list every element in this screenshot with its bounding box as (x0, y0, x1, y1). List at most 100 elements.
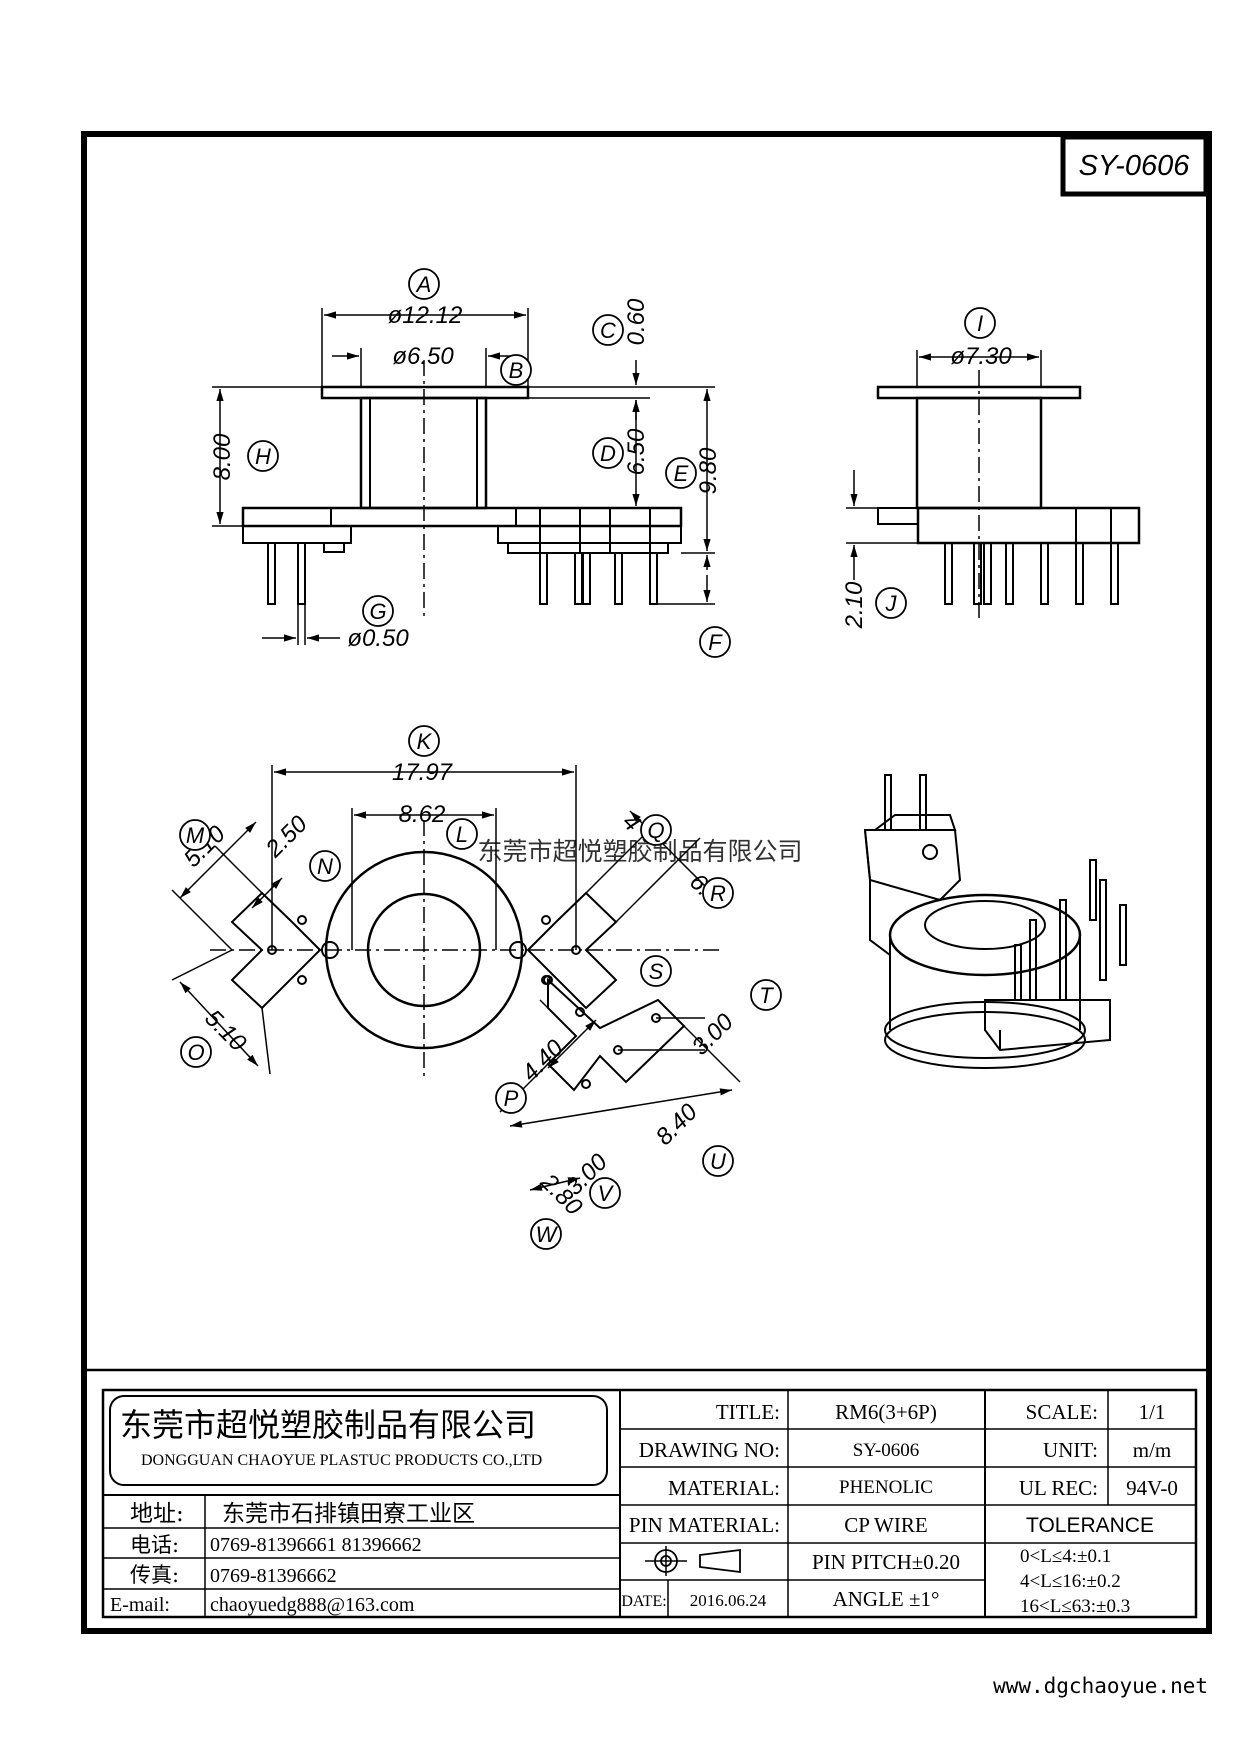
pin-pitch: PIN PITCH±0.20 (812, 1550, 960, 1574)
dim-i: ø7.30 (950, 343, 1012, 370)
label-r: R (702, 877, 734, 909)
svg-text:B: B (509, 358, 524, 383)
dim-p: 4.40 (517, 1034, 570, 1087)
title-label: TITLE: (716, 1400, 780, 1424)
label-f: F (699, 626, 731, 658)
svg-text:D: D (600, 441, 616, 466)
svg-text:F: F (708, 630, 723, 655)
dim-d: 6.50 (623, 428, 650, 475)
front-view-dimensions (212, 308, 715, 645)
drawing-id-box: SY-0606 (1060, 134, 1209, 197)
dim-c: 0.60 (623, 298, 650, 345)
email-label: E-mail: (110, 1594, 170, 1616)
svg-text:C: C (600, 318, 616, 343)
svg-text:L: L (456, 822, 468, 847)
svg-text:O: O (187, 1040, 204, 1065)
front-view-dim-text: ø12.12 ø6.50 8.00 0.60 6.50 9.80 ø0.50 (209, 298, 722, 652)
svg-text:M: M (186, 823, 205, 848)
dim-j: 2.10 (841, 581, 868, 629)
label-j: J (875, 587, 907, 619)
tolerance-1: 0<L≤4:±0.1 (1020, 1546, 1111, 1567)
company-name-cn: 东莞市超悦塑胶制品有限公司 (120, 1406, 536, 1444)
date-label: DATE: (621, 1593, 666, 1610)
angle: ANGLE ±1° (833, 1587, 940, 1611)
title-block-text: 东莞市超悦塑胶制品有限公司 DONGGUAN CHAOYUE PLASTUC P… (110, 1400, 1178, 1617)
material-value: PHENOLIC (839, 1477, 933, 1498)
svg-text:S: S (649, 959, 664, 984)
svg-text:I: I (977, 311, 983, 336)
svg-text:N: N (317, 854, 333, 879)
pin-material-value: CP WIRE (844, 1513, 927, 1537)
label-u: U (702, 1145, 734, 1177)
svg-text:K: K (417, 729, 433, 754)
title-value: RM6(3+6P) (835, 1400, 937, 1424)
tolerance-label: TOLERANCE (1026, 1514, 1154, 1537)
dim-h: 8.00 (209, 433, 236, 480)
label-c: C (592, 314, 624, 346)
watermark: 东莞市超悦塑胶制品有限公司 (477, 837, 802, 866)
tolerance-2: 4<L≤16:±0.2 (1020, 1571, 1121, 1592)
sheet-border (81, 131, 1212, 1634)
svg-text:A: A (415, 272, 432, 297)
label-o: O (180, 1036, 212, 1068)
material-label: MATERIAL: (668, 1476, 780, 1500)
svg-text:E: E (674, 461, 689, 486)
tolerance-3: 16<L≤63:±0.3 (1020, 1596, 1130, 1617)
label-i: I (964, 307, 996, 339)
label-w: W (530, 1218, 562, 1250)
front-view (241, 360, 683, 620)
label-d: D (592, 437, 624, 469)
ul-label: UL REC: (1019, 1476, 1098, 1500)
svg-text:H: H (255, 444, 271, 469)
address-value: 东莞市石排镇田寮工业区 (222, 1501, 475, 1527)
fax-value: 0769-81396662 (210, 1565, 337, 1587)
bottom-view-dimensions (171, 765, 741, 1191)
label-v: V (589, 1177, 621, 1209)
label-h: H (247, 440, 279, 472)
side-view-dimensions (846, 350, 1042, 580)
svg-text:J: J (885, 591, 898, 616)
fax-label: 传真: (130, 1563, 179, 1587)
email-value: chaoyuedg888@163.com (210, 1594, 415, 1616)
phone-label: 电话: (130, 1533, 179, 1557)
label-b: B (500, 354, 532, 386)
svg-text:G: G (369, 599, 386, 624)
drawing-no-label: DRAWING NO: (639, 1438, 780, 1462)
bottom-view (210, 820, 720, 1092)
label-q: Q (640, 814, 672, 846)
label-n: N (309, 850, 341, 882)
phone-value: 0769-81396661 81396662 (210, 1534, 422, 1556)
label-t: T (750, 979, 782, 1011)
dim-l: 8.62 (399, 801, 446, 828)
label-s: S (640, 955, 672, 987)
label-m: M (179, 819, 211, 851)
dim-u: 8.40 (651, 1098, 704, 1151)
dim-a: ø12.12 (388, 302, 463, 329)
drawing-id: SY-0606 (1079, 150, 1191, 182)
label-k: K (408, 725, 440, 757)
label-l: L (446, 818, 478, 850)
dim-n: 2.50 (260, 810, 313, 863)
svg-text:T: T (759, 983, 774, 1008)
label-a: A (408, 268, 440, 300)
address-label: 地址: (130, 1501, 184, 1527)
svg-text:V: V (598, 1181, 615, 1206)
dim-t: 3.00 (687, 1008, 740, 1061)
unit-label: UNIT: (1043, 1438, 1098, 1462)
dim-k: 17.97 (392, 759, 454, 786)
date-value: 2016.06.24 (690, 1591, 767, 1610)
unit-value: m/m (1133, 1438, 1172, 1462)
dim-e: 9.80 (695, 447, 722, 494)
isometric-view (863, 774, 1127, 1069)
svg-text:P: P (504, 1086, 519, 1111)
svg-text:R: R (710, 881, 726, 906)
scale-value: 1/1 (1139, 1400, 1166, 1424)
footer-url: www.dgchaoyue.net (993, 1674, 1208, 1698)
circle-labels: A B C D E F G H I J K L M N O P Q R S T … (179, 268, 996, 1250)
svg-text:U: U (710, 1149, 726, 1174)
title-block (84, 1368, 1209, 1619)
svg-text:Q: Q (647, 818, 664, 843)
label-g: G (362, 595, 394, 627)
scale-label: SCALE: (1026, 1400, 1098, 1424)
